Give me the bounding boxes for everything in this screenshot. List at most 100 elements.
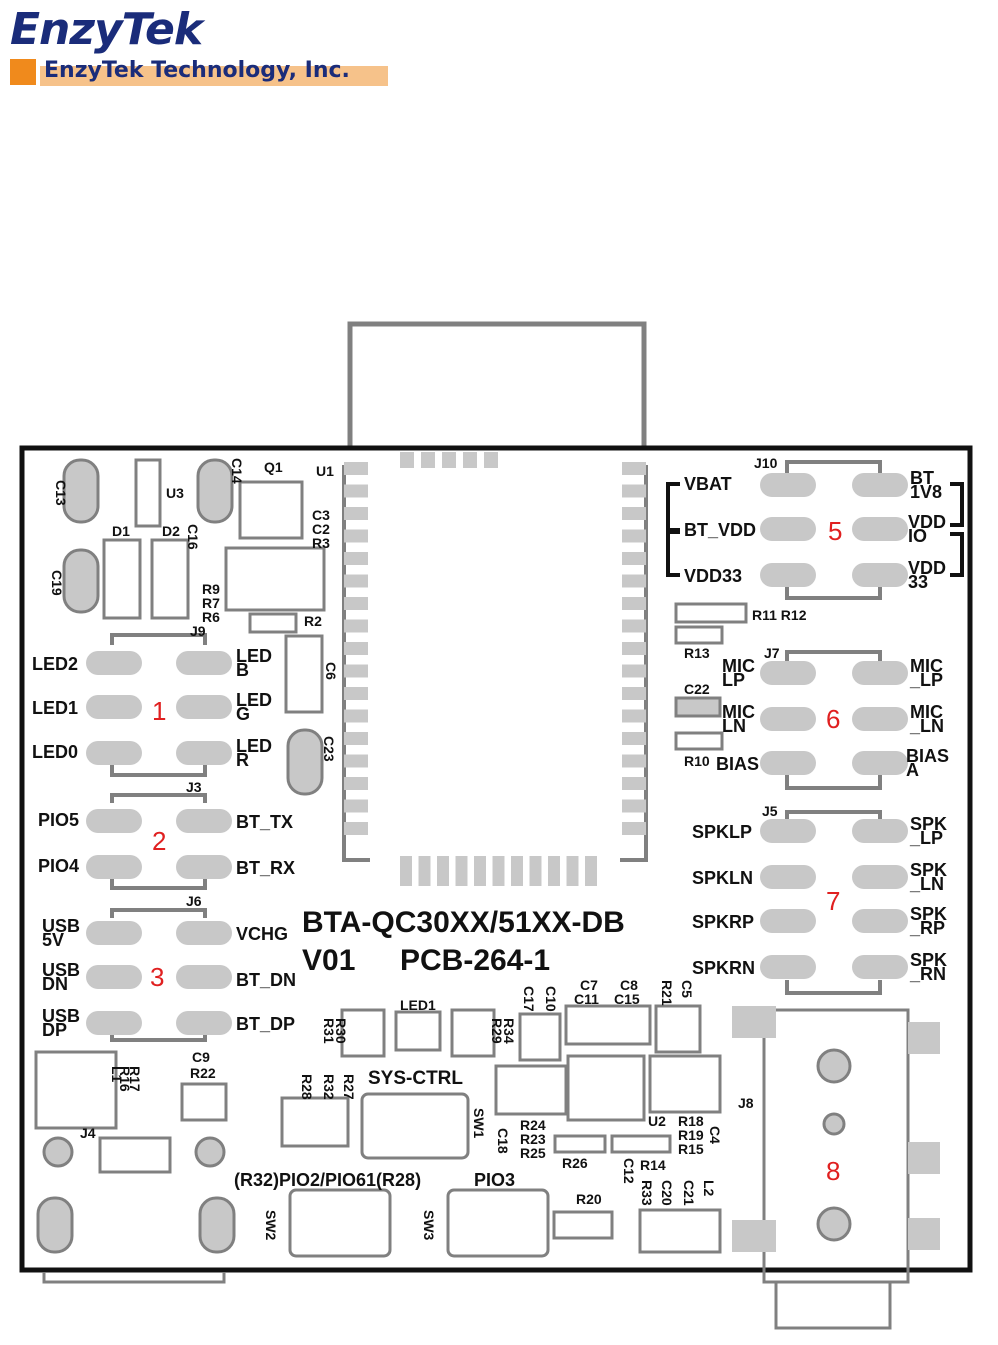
jumper-bracket (666, 530, 680, 577)
ref-c9: C9 (192, 1049, 210, 1065)
u1-pad (344, 732, 368, 745)
ref-j4: J4 (80, 1125, 96, 1141)
u1-pad (344, 597, 368, 610)
ref-c10: C10 (543, 986, 559, 1012)
pin-label-spk_rp: SPK_RP (909, 904, 947, 938)
ref-r17: R17 (127, 1066, 143, 1092)
u1-pad (492, 856, 505, 886)
sys-ctrl-label: SYS-CTRL (368, 1068, 463, 1089)
u1-pad (344, 754, 368, 768)
ref-r16: R16 (117, 1066, 133, 1092)
ref-c5: C5 (679, 980, 695, 998)
ref-j6: J6 (186, 893, 202, 909)
u1-pad (622, 799, 646, 813)
u1-pad (344, 687, 368, 700)
ref-c19: C19 (49, 570, 65, 596)
pin-label-led0: LED0 (32, 742, 78, 762)
callout-6: 6 (826, 704, 840, 734)
header-pad (852, 955, 908, 979)
pin-label-spklp: SPKLP (692, 822, 752, 842)
header-j9 (110, 633, 207, 1042)
board-name: BTA-QC30XX/51XX-DB (302, 906, 625, 939)
pin-label-pio4: PIO4 (38, 856, 79, 876)
header-pad (760, 707, 816, 731)
ref-sw2: SW2 (263, 1210, 279, 1241)
audio-jack-j8 (732, 1006, 940, 1330)
header-pad (852, 661, 908, 685)
pin-label-mic_lp: MIC_LP (909, 656, 943, 690)
header-pad (760, 661, 816, 685)
pin-label-vbat: VBAT (684, 474, 732, 494)
u1-pad (622, 507, 646, 520)
ref-c22: C22 (684, 681, 710, 697)
ref-r7: R7 (202, 595, 220, 611)
header-pad (852, 909, 908, 933)
header-pad (760, 563, 816, 587)
pin-label-spkln: SPKLN (692, 868, 753, 888)
ref-r32: R32 (321, 1074, 337, 1100)
pin-label-bt_vdd: BT_VDD (684, 520, 756, 540)
ref-c14: C14 (229, 458, 245, 484)
u1-pad (344, 507, 368, 520)
ref-r6: R6 (202, 609, 220, 625)
company-name: EnzyTek Technology, Inc. (44, 58, 350, 83)
ref-u1: U1 (316, 463, 334, 479)
pin-label-vchg: VCHG (236, 924, 288, 944)
header-pad (176, 741, 232, 765)
ref-r33: R33 (639, 1180, 655, 1206)
u1-pad (622, 754, 646, 768)
pin-label-pio5: PIO5 (38, 810, 79, 830)
ref-r34: R34 (501, 1018, 517, 1044)
callout-7: 7 (826, 886, 840, 916)
header-pad (86, 921, 142, 945)
ref-r13: R13 (684, 645, 710, 661)
pin-label-spk_rn: SPK_RN (909, 950, 947, 984)
header-pad (852, 563, 908, 587)
u1-pad (344, 484, 368, 498)
u1-pad (622, 664, 646, 678)
u1-pad (622, 529, 646, 543)
u1-pad (622, 552, 646, 565)
ref-c3: C3 (312, 507, 330, 523)
board-version: V01 (302, 944, 355, 977)
ref-r31: R31 (321, 1018, 337, 1044)
u1-pad (455, 856, 468, 886)
u1-pad (344, 777, 368, 790)
ref-d2: D2 (162, 523, 180, 539)
header-pad (852, 865, 908, 889)
u1-pad (344, 642, 368, 655)
ref-r21: R21 (659, 980, 675, 1006)
ref-c7: C7 (580, 977, 598, 993)
callout-5: 5 (828, 516, 842, 546)
pin-label-spk_lp: SPK_LP (909, 814, 947, 848)
u1-pad (622, 619, 646, 633)
u1-pad (622, 642, 646, 655)
pin-label-bt_rx: BT_RX (236, 858, 295, 878)
pin-label-led1: LED1 (32, 698, 78, 718)
ref-c6: C6 (323, 662, 339, 680)
ref-r26: R26 (562, 1155, 588, 1171)
pin-label-spkrn: SPKRN (692, 958, 755, 978)
top-left-components (62, 458, 326, 796)
u1-module (342, 452, 648, 886)
u1-pad (622, 687, 646, 700)
u1-pad (622, 574, 646, 588)
company-logo: EnzyTek (10, 4, 203, 55)
ref-r28: R28 (299, 1074, 315, 1100)
pio2-label: (R32)PIO2/PIO61(R28) (234, 1170, 421, 1190)
ref-j8: J8 (738, 1095, 754, 1111)
pin-label-bias: BIAS (716, 754, 759, 774)
header-pad (852, 517, 908, 541)
ref-r15: R15 (678, 1141, 704, 1157)
ref-r29: R29 (489, 1018, 505, 1044)
header-pad (86, 809, 142, 833)
callout-2: 2 (152, 826, 166, 856)
logo-accent-bar (40, 66, 388, 86)
header-pad (176, 1011, 232, 1035)
